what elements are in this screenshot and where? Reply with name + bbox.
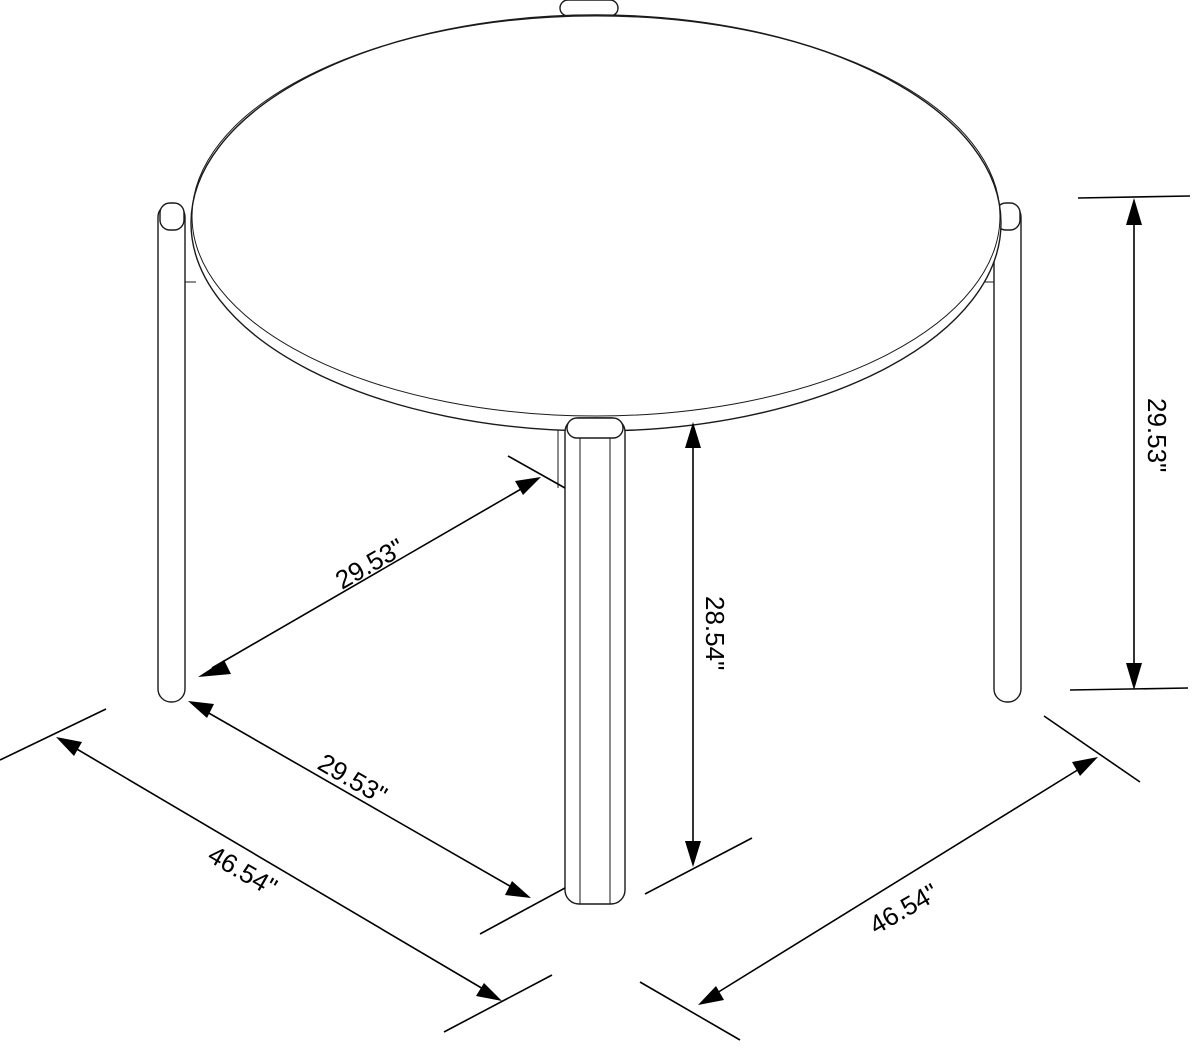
back-leg xyxy=(559,0,619,17)
dim-label-width-right: 46.54" xyxy=(864,877,943,940)
dim-leg-span-lower: 29.53" xyxy=(188,701,566,935)
table-top xyxy=(190,14,1002,432)
dim-width-right: 46.54" xyxy=(639,715,1141,1041)
front-leg xyxy=(557,417,626,905)
dim-label-clearance-height: 28.54" xyxy=(700,596,730,670)
dim-label-leg-span-lower: 29.53" xyxy=(313,747,392,810)
dim-label-leg-span-upper: 29.53" xyxy=(330,532,409,595)
dim-label-width-left: 46.54" xyxy=(203,839,282,902)
dim-clearance-height: 28.54" xyxy=(644,422,753,895)
dim-label-overall-height: 29.53" xyxy=(1142,398,1172,472)
dim-overall-height: 29.53" xyxy=(1069,195,1191,691)
right-leg xyxy=(980,202,1022,703)
left-leg xyxy=(157,202,196,703)
dim-leg-span-upper: 29.53" xyxy=(198,455,566,677)
dim-width-left: 46.54" xyxy=(0,708,553,1033)
